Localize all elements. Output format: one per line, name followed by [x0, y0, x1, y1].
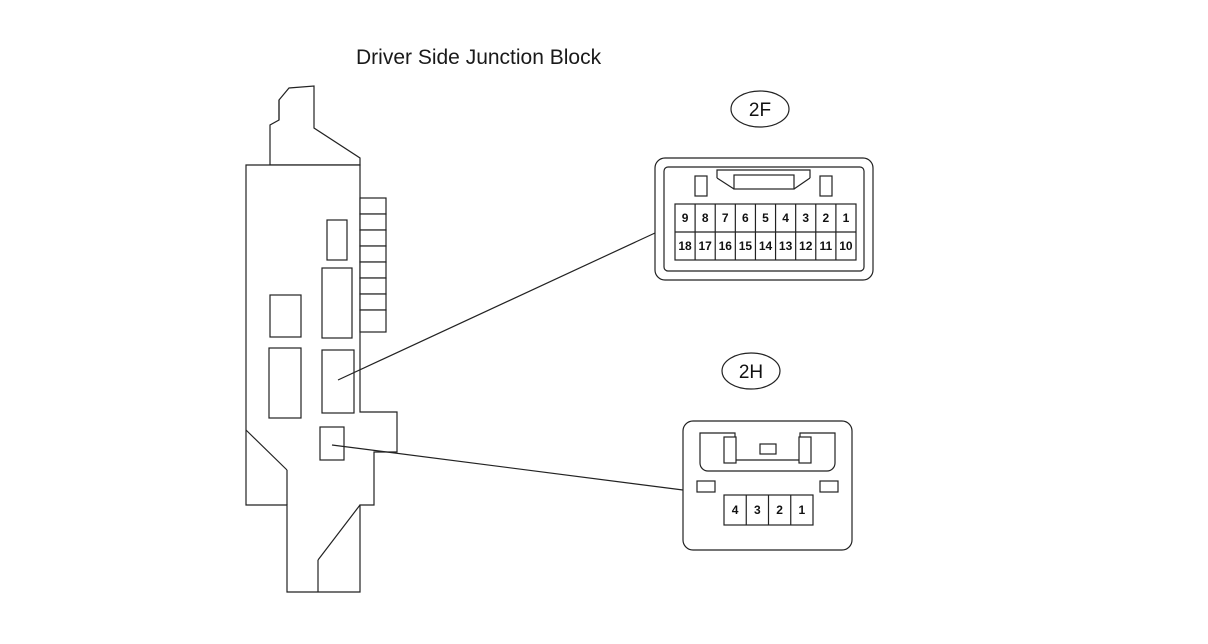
pin-label: 1: [843, 211, 850, 225]
pin-label: 4: [782, 211, 789, 225]
connector-label-2f: 2F: [749, 100, 771, 121]
pin-label: 7: [722, 211, 729, 225]
pin-label: 10: [839, 239, 853, 253]
pin-label: 15: [739, 239, 753, 253]
leader-line-2h: [331, 444, 684, 491]
pin-row-2h: 4 3 2 1: [732, 495, 806, 525]
pin-label: 3: [754, 503, 761, 517]
pin-label: 2: [822, 211, 829, 225]
connector-tag-2f: [730, 90, 790, 128]
pin-label: 11: [819, 239, 832, 253]
connector-tag-2h: [721, 352, 781, 390]
pin-label: 3: [802, 211, 809, 225]
pin-label: 17: [698, 239, 712, 253]
pin-label: 13: [779, 239, 793, 253]
pin-label: 2: [776, 503, 783, 517]
leader-line-2f: [337, 232, 656, 381]
pin-row-2f-bottom: 18 17 16 15 14 13 12 11 10: [678, 232, 853, 260]
socket-2f: [321, 349, 355, 414]
pin-label: 8: [702, 211, 709, 225]
pin-label: 1: [799, 503, 806, 517]
pin-label: 5: [762, 211, 769, 225]
junction-block-body: [245, 85, 398, 593]
pin-label: 4: [732, 503, 739, 517]
pin-label: 16: [719, 239, 733, 253]
connector-2h: 2H 4 3 2 1: [682, 352, 853, 551]
connector-label-2h: 2H: [739, 362, 763, 383]
pin-label: 12: [799, 239, 813, 253]
pin-label: 9: [682, 211, 689, 225]
pin-label: 14: [759, 239, 773, 253]
pin-label: 18: [678, 239, 692, 253]
pin-label: 6: [742, 211, 749, 225]
socket-2h: [319, 426, 345, 461]
diagram-title: Driver Side Junction Block: [356, 46, 602, 69]
